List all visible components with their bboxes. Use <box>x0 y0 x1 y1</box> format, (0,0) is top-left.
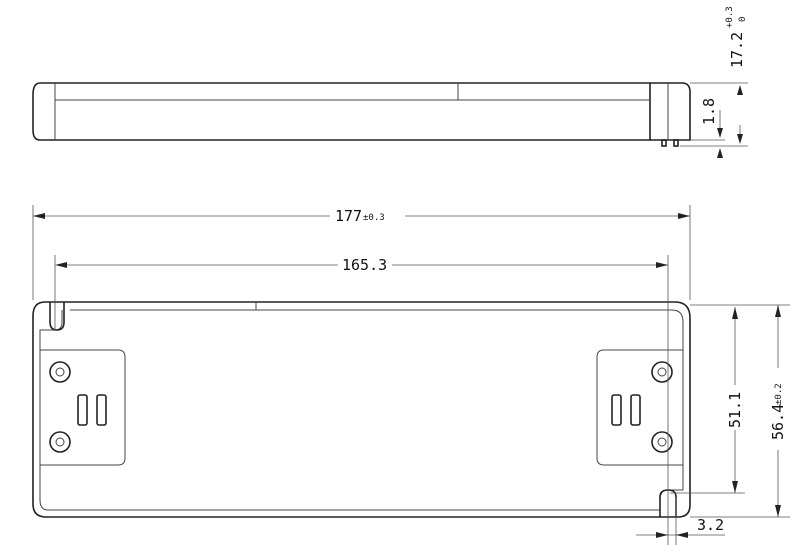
mount-slot-left <box>49 302 65 331</box>
width-dim-tolerance: ±0.2 <box>774 383 784 405</box>
top-view <box>32 301 691 518</box>
height-tol-lower: 0 <box>738 17 748 22</box>
pin-height-label: 1.8 <box>700 98 718 125</box>
connector-block <box>650 82 691 141</box>
side-view <box>32 82 748 158</box>
screw <box>49 361 71 383</box>
slot-width-label: 3.2 <box>697 516 724 534</box>
height-tol-upper: +0.3 <box>725 6 735 28</box>
length-dim-tolerance: ±0.3 <box>363 213 385 223</box>
screw <box>49 431 71 453</box>
hole-spacing-length-label: 165.3 <box>342 256 387 274</box>
width-dim-label: 56.4 <box>769 404 787 440</box>
bracket-left <box>40 349 126 466</box>
pin <box>661 139 667 147</box>
screw <box>651 431 673 453</box>
height-dim-label: 17.2 <box>728 32 746 68</box>
screw <box>651 361 673 383</box>
length-dim-label: 177 <box>335 207 362 225</box>
hole-spacing-width-label: 51.1 <box>726 392 744 428</box>
pin <box>673 139 679 147</box>
dimension-lines <box>32 205 790 545</box>
bracket-right <box>596 349 683 466</box>
